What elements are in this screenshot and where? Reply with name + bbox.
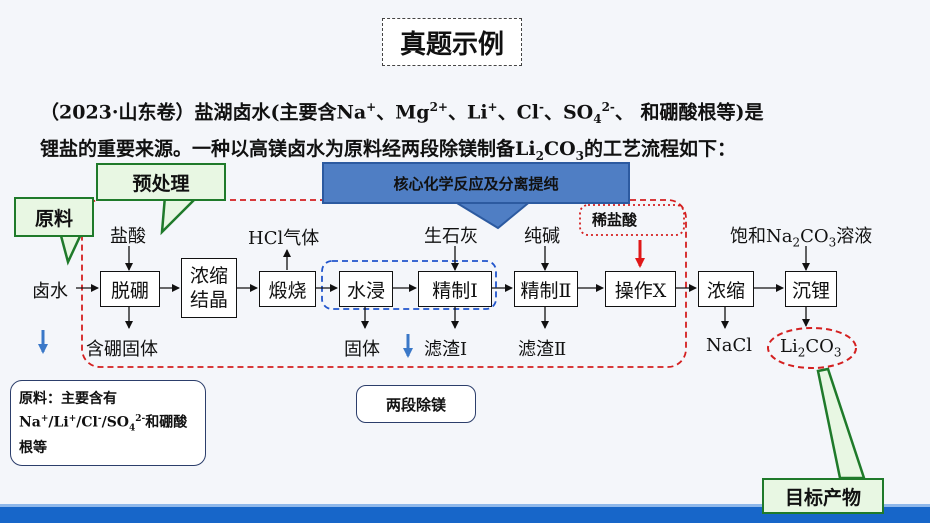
note-line: 原料：主要含有 xyxy=(19,391,117,407)
note-sup: + xyxy=(40,414,49,424)
step-concentrate: 浓缩 xyxy=(698,271,754,307)
input-sodium-carbonate: 饱和Na2CO3溶液 xyxy=(730,222,872,250)
intro-text: （2023·山东卷）盐湖卤水(主要含Na xyxy=(40,101,367,124)
formula-sub: 2 xyxy=(792,235,801,250)
output-lithium-carbonate: Li2CO3 xyxy=(780,336,842,360)
note-sup: + xyxy=(68,414,77,424)
input-hcl: 盐酸 xyxy=(110,226,146,247)
intro-text: CO xyxy=(543,138,576,160)
pretreat-callout-tail xyxy=(160,194,202,236)
note-sup: - xyxy=(97,414,102,424)
footer-accent-line xyxy=(0,504,930,507)
intro-sup: 2- xyxy=(601,100,615,114)
intro-text: 、SO xyxy=(543,101,594,124)
output-residue-1: 滤渣Ⅰ xyxy=(424,339,468,360)
core-reaction-banner: 核心化学反应及分离提纯 xyxy=(322,162,630,204)
raw-callout: 原料 xyxy=(14,197,94,237)
target-callout: 目标产物 xyxy=(762,478,884,514)
step-refine-2: 精制Ⅱ xyxy=(514,271,578,307)
intro-sub: 4 xyxy=(593,112,602,127)
formula-sub: 2 xyxy=(797,345,806,360)
step-concentrate-crystallize: 浓缩 结晶 xyxy=(181,258,237,318)
start-brine-label: 卤水 xyxy=(32,281,68,302)
step-line: 浓缩 xyxy=(189,265,228,287)
intro-line-1: （2023·山东卷）盐湖卤水(主要含Na+、Mg2+、Li+、Cl-、SO42-… xyxy=(40,92,900,134)
step-operation-x: 操作X xyxy=(605,271,676,307)
formula-sub: 3 xyxy=(828,235,837,250)
intro-text: 的工艺流程如下： xyxy=(584,138,737,160)
step-line: 结晶 xyxy=(189,289,228,311)
step-water-leach: 水浸 xyxy=(339,271,393,307)
intro-sub: 2 xyxy=(535,148,544,163)
pretreat-callout: 预处理 xyxy=(96,163,226,201)
product-ellipse xyxy=(767,327,857,369)
intro-text: 、Mg xyxy=(376,101,430,124)
footer-stripe xyxy=(0,507,930,523)
output-residue-2: 滤渣Ⅱ xyxy=(518,339,567,360)
note-part: Na xyxy=(19,414,41,431)
two-stage-label: 两段除镁 xyxy=(356,385,476,423)
input-quicklime: 生石灰 xyxy=(424,226,478,247)
intro-text: 、Li xyxy=(447,101,488,124)
step-refine-1: 精制Ⅰ xyxy=(418,271,492,307)
note-line: 根等 xyxy=(19,440,47,457)
note-part: 和硼酸 xyxy=(145,414,188,431)
intro-sub: 3 xyxy=(575,148,584,163)
note-sup: 2- xyxy=(135,414,146,424)
output-boron-solid: 含硼固体 xyxy=(86,339,158,360)
intro-sup: - xyxy=(538,100,544,114)
acid-label: 稀盐酸 xyxy=(592,211,638,229)
formula-part: CO xyxy=(805,336,834,357)
note-sub: 4 xyxy=(129,423,136,434)
formula-part: CO xyxy=(800,226,829,247)
step-precipitate-lithium: 沉锂 xyxy=(785,271,837,307)
note-part: /Li xyxy=(48,414,69,431)
raw-material-note: 原料：主要含有 Na+/Li+/Cl-/SO42-和硼酸 根等 xyxy=(10,380,206,466)
intro-text: 、Cl xyxy=(497,101,539,124)
formula-part: 饱和Na xyxy=(730,226,793,247)
note-part: /SO xyxy=(101,414,129,431)
acid-outline xyxy=(579,204,685,236)
intro-sup: 2+ xyxy=(429,100,448,114)
output-hcl-gas: HCl气体 xyxy=(248,228,320,249)
target-callout-tail xyxy=(816,367,866,480)
intro-sup: + xyxy=(366,100,377,114)
intro-text: 锂盐的重要来源。一种以高镁卤水为原料经两段除镁制备Li xyxy=(40,138,536,160)
input-soda-ash: 纯碱 xyxy=(524,226,560,247)
note-part: /Cl xyxy=(76,414,98,431)
intro-sup: + xyxy=(487,100,498,114)
output-nacl: NaCl xyxy=(706,335,753,356)
intro-text: 、 和硼酸根等)是 xyxy=(614,101,764,124)
intro-line-2: 锂盐的重要来源。一种以高镁卤水为原料经两段除镁制备Li2CO3的工艺流程如下： xyxy=(40,134,900,171)
step-calcine: 煅烧 xyxy=(259,271,316,307)
step-deboron: 脱硼 xyxy=(100,271,160,307)
formula-part: 溶液 xyxy=(836,226,873,247)
output-solid: 固体 xyxy=(344,339,380,360)
formula-sub: 3 xyxy=(833,345,842,360)
magnesium-removal-outline xyxy=(321,260,497,310)
page-title: 真题示例 xyxy=(382,18,522,66)
formula-part: Li xyxy=(780,336,798,357)
note-line: Na+/Li+/Cl-/SO42-和硼酸 xyxy=(19,409,197,438)
